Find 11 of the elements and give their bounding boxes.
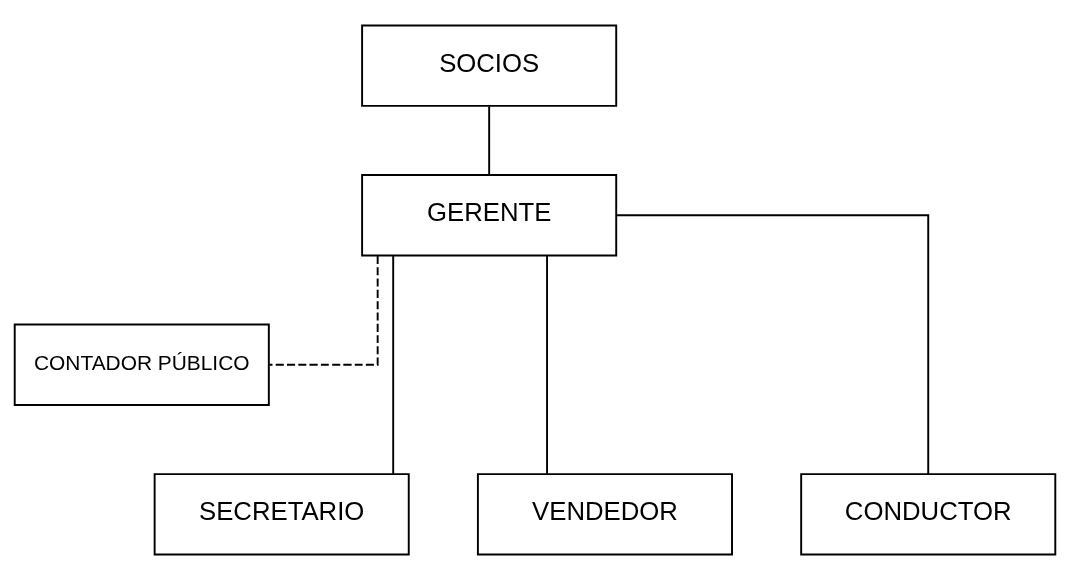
node-box: GERENTE [361, 173, 618, 256]
node-box: VENDEDOR [476, 472, 733, 556]
node-box: CONTADOR PÚBLICO [13, 323, 270, 406]
node-box: CONDUCTOR [800, 472, 1057, 556]
connector [268, 254, 379, 366]
connector [488, 105, 491, 176]
node-box: SOCIOS [361, 23, 618, 107]
node-box: SECRETARIO [153, 472, 410, 556]
connector [615, 213, 930, 475]
connector [546, 254, 549, 475]
connector [392, 254, 395, 475]
